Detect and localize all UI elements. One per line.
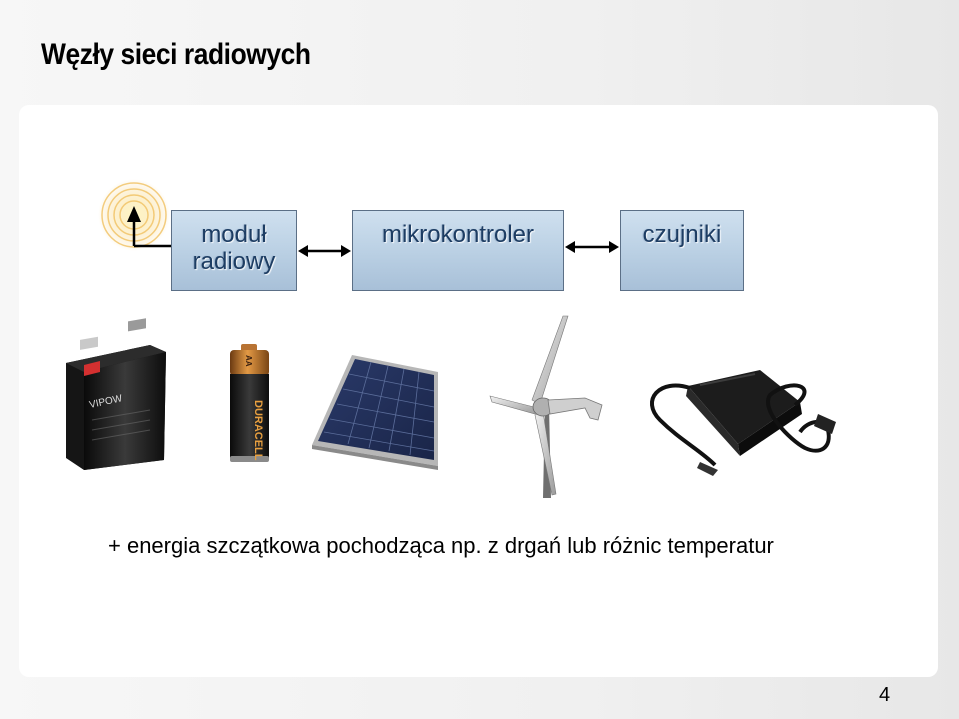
aa-battery-icon: DURACELL AA: [230, 344, 269, 462]
sensors-label: czujniki: [621, 221, 743, 248]
solar-panel-icon: [312, 355, 438, 470]
antenna-icon: [98, 179, 172, 251]
sensors-block: czujniki: [620, 210, 744, 291]
radio-module-line2: radiowy: [172, 248, 296, 275]
battery-pack-icon: VIPOW: [66, 318, 166, 470]
microcontroller-label: mikrokontroler: [353, 221, 563, 248]
aa-brand-label: DURACELL: [252, 400, 264, 461]
energy-caption: + energia szczątkowa pochodząca np. z dr…: [108, 533, 774, 559]
radio-module-block: moduł radiowy: [171, 210, 297, 291]
link-arrow-mcu-sensors: [565, 241, 619, 253]
page-number: 4: [879, 684, 890, 707]
wind-turbine-icon: [490, 316, 602, 498]
microcontroller-block: mikrokontroler: [352, 210, 564, 291]
aa-size-label: AA: [244, 355, 253, 367]
link-arrow-radio-mcu: [298, 245, 351, 257]
power-adapter-icon: [652, 370, 836, 476]
radio-module-line1: moduł: [172, 221, 296, 248]
